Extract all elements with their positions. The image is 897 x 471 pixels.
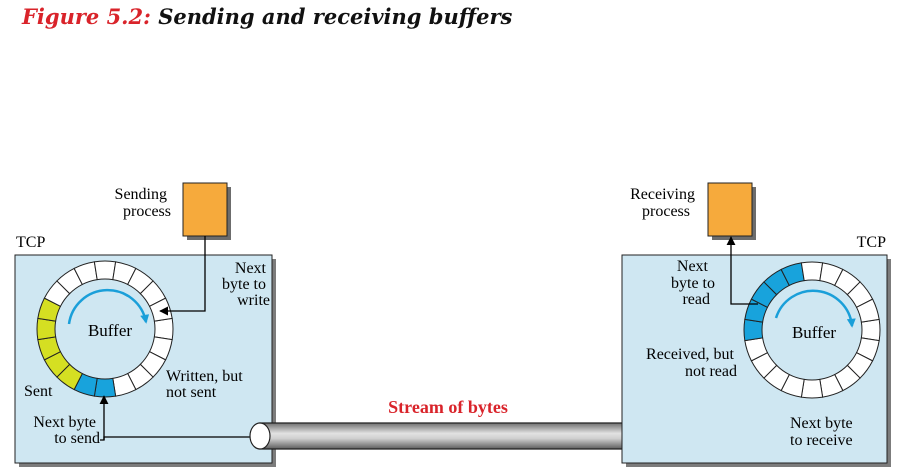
figure-number: Figure 5.2: (22, 4, 151, 29)
sending-process-box (182, 182, 228, 237)
pipe-body (259, 422, 637, 450)
sent-label: Sent (24, 383, 53, 400)
sender-buffer-label: Buffer (88, 321, 132, 340)
sender-write-arrow (159, 236, 206, 316)
sending-process-label: Sending process (115, 186, 171, 220)
figure-title: Figure 5.2: Sending and receiving buffer… (22, 4, 512, 29)
stream-label: Stream of bytes (388, 397, 508, 417)
sender-buffer-slot (153, 317, 174, 341)
receiver-buffer-label: Buffer (792, 323, 836, 342)
next-byte-to-receive-label: Next byte to receive (790, 415, 857, 449)
next-byte-to-write-label: Next byte to write (222, 260, 270, 309)
next-byte-to-send-label: Next byte to send (33, 414, 100, 447)
receiver-buffer-slot (743, 318, 764, 342)
receiver-buffer-slot (860, 318, 881, 342)
written-not-sent-label: Written, but not sent (166, 368, 247, 401)
sender-buffer-slot (93, 377, 117, 398)
sender-buffer-slot (93, 260, 117, 281)
received-not-read-label: Received, but not read (646, 346, 738, 380)
receiver-rotation-arrow (774, 289, 856, 328)
sender-tcp-label: TCP (16, 234, 45, 251)
receiving-process-label: Receiving process (630, 186, 699, 220)
receiver-tcp-label: TCP (857, 234, 886, 251)
next-byte-to-read-label: Next byte to read (671, 258, 719, 308)
figure-caption: Sending and receiving buffers (158, 4, 513, 29)
sender-buffer-ring (36, 260, 174, 398)
receiver-side: TCP Receiving process Buffer Next byte t… (621, 182, 891, 467)
pipe-inlet (249, 422, 271, 450)
receiver-buffer-ring (743, 261, 881, 399)
receiver-buffer-slot (800, 378, 824, 399)
receiver-buffer-slot (855, 298, 880, 323)
receiver-buffer-slot (800, 261, 824, 282)
receiving-process-box (707, 182, 753, 237)
sender-rotation-arrow (67, 288, 150, 325)
sender-buffer-slot (36, 317, 57, 341)
sender-side: TCP Sending process Buffer Next byte to … (14, 182, 276, 467)
sender-output-arrow (103, 432, 261, 442)
receiver-read-arrow (726, 236, 758, 305)
